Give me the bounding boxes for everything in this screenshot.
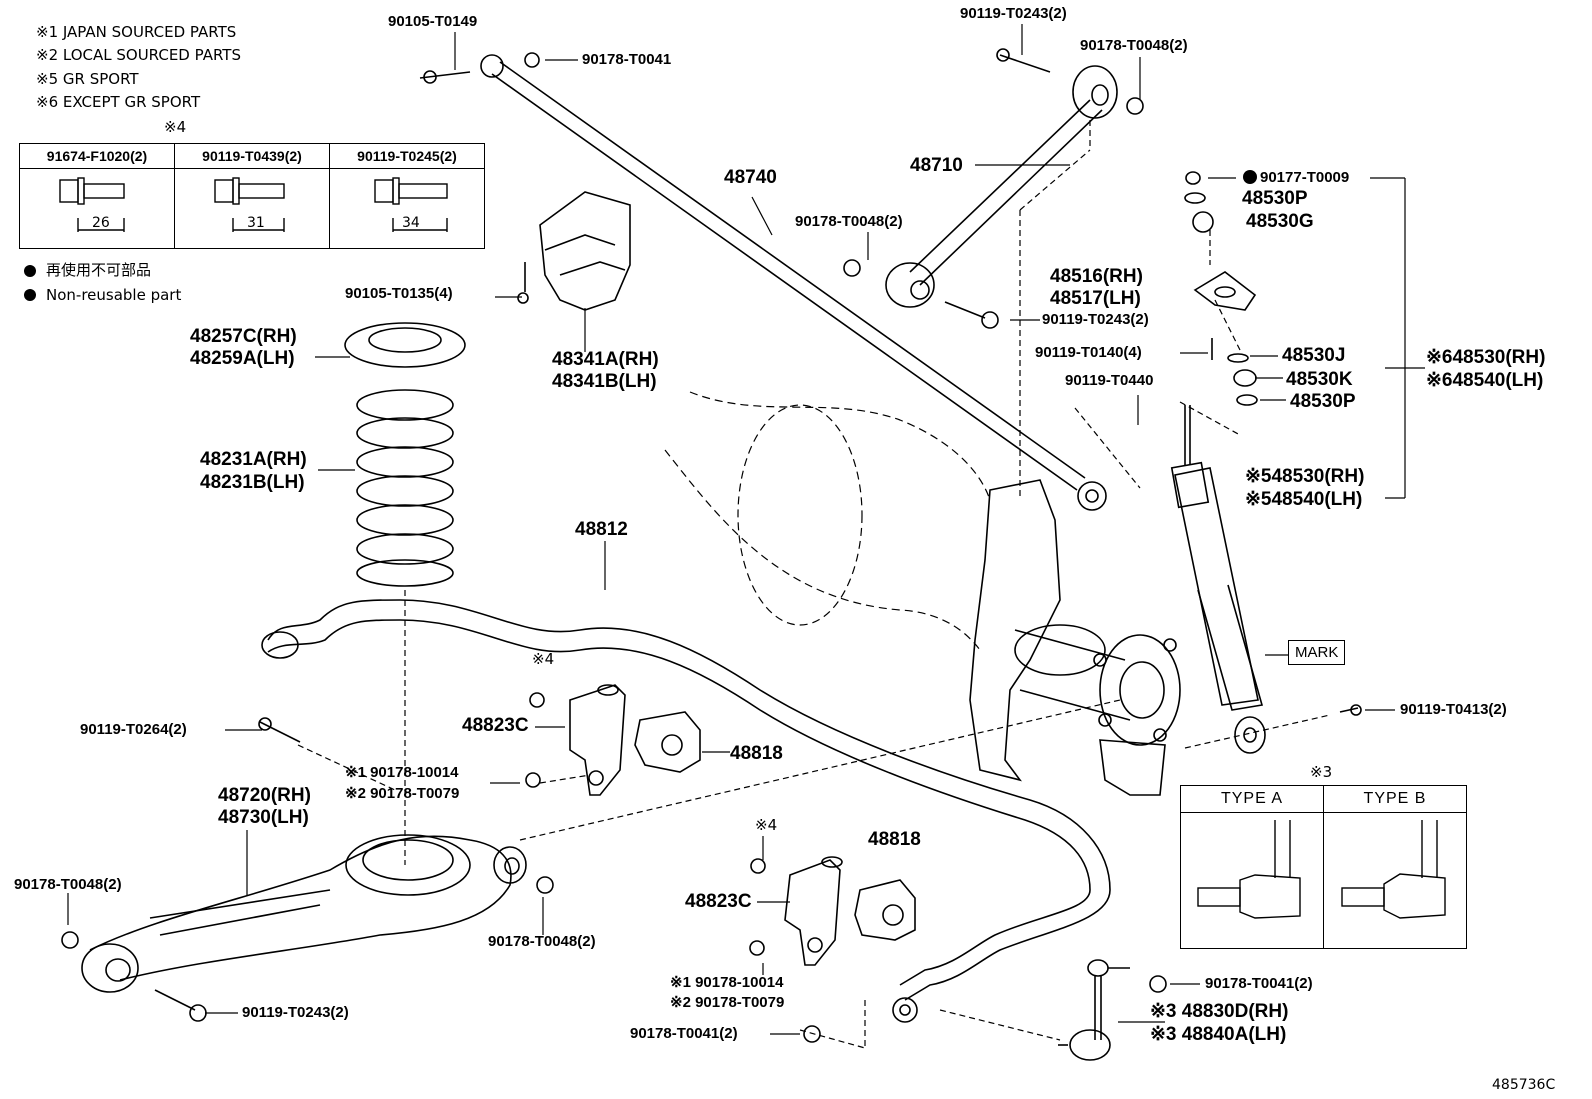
part-label[interactable]: 48259A(LH)	[190, 348, 295, 369]
stab-bushing-lower	[749, 856, 916, 966]
bolt-dim: 34	[402, 215, 420, 231]
part-label[interactable]: 48823C	[685, 891, 752, 912]
non-reusable-jp: 再使用不可部品	[46, 261, 152, 279]
rod-48740	[419, 52, 1107, 511]
upper-mount	[1184, 171, 1258, 406]
part-label[interactable]: 48530P	[1242, 188, 1308, 209]
part-label[interactable]: 48530P	[1290, 391, 1356, 412]
stabilizer-link	[803, 959, 1167, 1061]
bolt-cell: 31	[174, 168, 330, 249]
part-label[interactable]: 48720(RH)	[218, 785, 311, 806]
part-label[interactable]: 48530G	[1246, 211, 1314, 232]
axle-body	[664, 391, 991, 651]
ref-note: ※4	[532, 650, 555, 668]
part-label[interactable]: 90178-T0048(2)	[795, 213, 903, 230]
part-label[interactable]: 48517(LH)	[1050, 288, 1141, 309]
bullet-icon	[24, 265, 36, 277]
part-label[interactable]: 90105-T0149	[388, 13, 478, 30]
type-header: TYPE B	[1323, 785, 1467, 813]
bolt-table-ref: ※4	[164, 118, 187, 136]
part-label[interactable]: 90178-T0041(2)	[630, 1025, 738, 1042]
part-label[interactable]: 90119-T0264(2)	[80, 721, 187, 738]
stabilizer-bar	[261, 599, 1111, 1023]
part-label[interactable]: 90119-T0140(4)	[1035, 344, 1142, 361]
legend-line: ※5 GR SPORT	[36, 70, 139, 88]
type-table-ref: ※3	[1310, 763, 1333, 781]
bracket-48341	[517, 191, 631, 311]
diagram-code: 485736C	[1492, 1077, 1556, 1093]
part-label[interactable]: ※548540(LH)	[1245, 489, 1363, 510]
part-label[interactable]: ※648540(LH)	[1426, 370, 1544, 391]
part-label[interactable]: 48516(RH)	[1050, 266, 1143, 287]
legend-line: ※2 LOCAL SOURCED PARTS	[36, 46, 241, 64]
bolt-part: 91674-F1020(2)	[19, 143, 175, 169]
part-label[interactable]: ※3 48840A(LH)	[1150, 1024, 1287, 1045]
ref-note: ※4	[755, 816, 778, 834]
part-label[interactable]: 48530J	[1282, 345, 1346, 366]
bolt-table: 91674-F1020(2) 90119-T0439(2) 90119-T024…	[19, 143, 485, 249]
non-reusable-en: Non-reusable part	[46, 286, 182, 304]
part-label[interactable]: 90178-T0048(2)	[1080, 37, 1188, 54]
part-label[interactable]: 90178-T0041(2)	[1205, 975, 1313, 992]
part-label[interactable]: 90178-T0048(2)	[488, 933, 596, 950]
shock-absorber	[1170, 405, 1362, 754]
type-b-cell	[1323, 812, 1467, 949]
part-label[interactable]: ※3 48830D(RH)	[1150, 1001, 1289, 1022]
part-label[interactable]: 90119-T0243(2)	[960, 5, 1067, 22]
part-label[interactable]: ※548530(RH)	[1245, 466, 1365, 487]
part-label[interactable]: 48231A(RH)	[200, 449, 307, 470]
type-a-cell	[1180, 812, 1324, 949]
part-label[interactable]: 48818	[868, 829, 921, 850]
part-label[interactable]: 48812	[575, 519, 628, 540]
part-label[interactable]: ※1 90178-10014	[345, 764, 459, 781]
part-label[interactable]: 48823C	[462, 715, 529, 736]
bolt-part: 90119-T0245(2)	[329, 143, 485, 169]
coil-spring	[344, 322, 466, 587]
legend-line: ※1 JAPAN SOURCED PARTS	[36, 23, 237, 41]
non-reusable-bullet-icon	[1243, 170, 1257, 184]
part-label[interactable]: 90119-T0440	[1065, 372, 1154, 389]
legend-line: ※6 EXCEPT GR SPORT	[36, 93, 201, 111]
arm-48710	[843, 48, 1144, 329]
lower-arm	[61, 717, 554, 1022]
bolt-dim: 31	[247, 215, 265, 231]
knuckle-hub	[969, 479, 1181, 796]
part-label[interactable]: 48730(LH)	[218, 807, 309, 828]
part-label[interactable]: 90119-T0413(2)	[1400, 701, 1507, 718]
part-label[interactable]: 48530K	[1286, 369, 1353, 390]
type-table: TYPE A TYPE B	[1180, 785, 1467, 949]
part-label[interactable]: 48231B(LH)	[200, 472, 305, 493]
part-label[interactable]: 90178-T0048(2)	[14, 876, 122, 893]
part-label[interactable]: ※1 90178-10014	[670, 974, 784, 991]
part-label[interactable]: 48257C(RH)	[190, 326, 297, 347]
part-label[interactable]: 90177-T0009	[1260, 169, 1350, 186]
part-label[interactable]: ※2 90178-T0079	[670, 994, 785, 1011]
stab-bushing-upper	[525, 684, 701, 796]
part-label[interactable]: ※648530(RH)	[1426, 347, 1546, 368]
part-label[interactable]: 90119-T0243(2)	[242, 1004, 349, 1021]
leader-lines	[67, 24, 1425, 1035]
mark-label: MARK	[1288, 640, 1346, 665]
part-label[interactable]: 90178-T0041	[582, 51, 672, 68]
type-header: TYPE A	[1180, 785, 1324, 813]
bolt-dim: 26	[92, 215, 110, 231]
bullet-icon	[24, 289, 36, 301]
bolt-cell: 26	[19, 168, 175, 249]
part-label[interactable]: 48710	[910, 155, 963, 176]
part-label[interactable]: 90105-T0135(4)	[345, 285, 453, 302]
part-label[interactable]: 90119-T0243(2)	[1042, 311, 1149, 328]
dashed-lines	[297, 120, 1331, 1049]
bolt-part: 90119-T0439(2)	[174, 143, 330, 169]
part-label[interactable]: 48740	[724, 167, 777, 188]
part-label[interactable]: ※2 90178-T0079	[345, 785, 460, 802]
bolt-cell: 34	[329, 168, 485, 249]
part-label[interactable]: 48341A(RH)	[552, 349, 659, 370]
part-label[interactable]: 48818	[730, 743, 783, 764]
part-label[interactable]: 48341B(LH)	[552, 371, 657, 392]
